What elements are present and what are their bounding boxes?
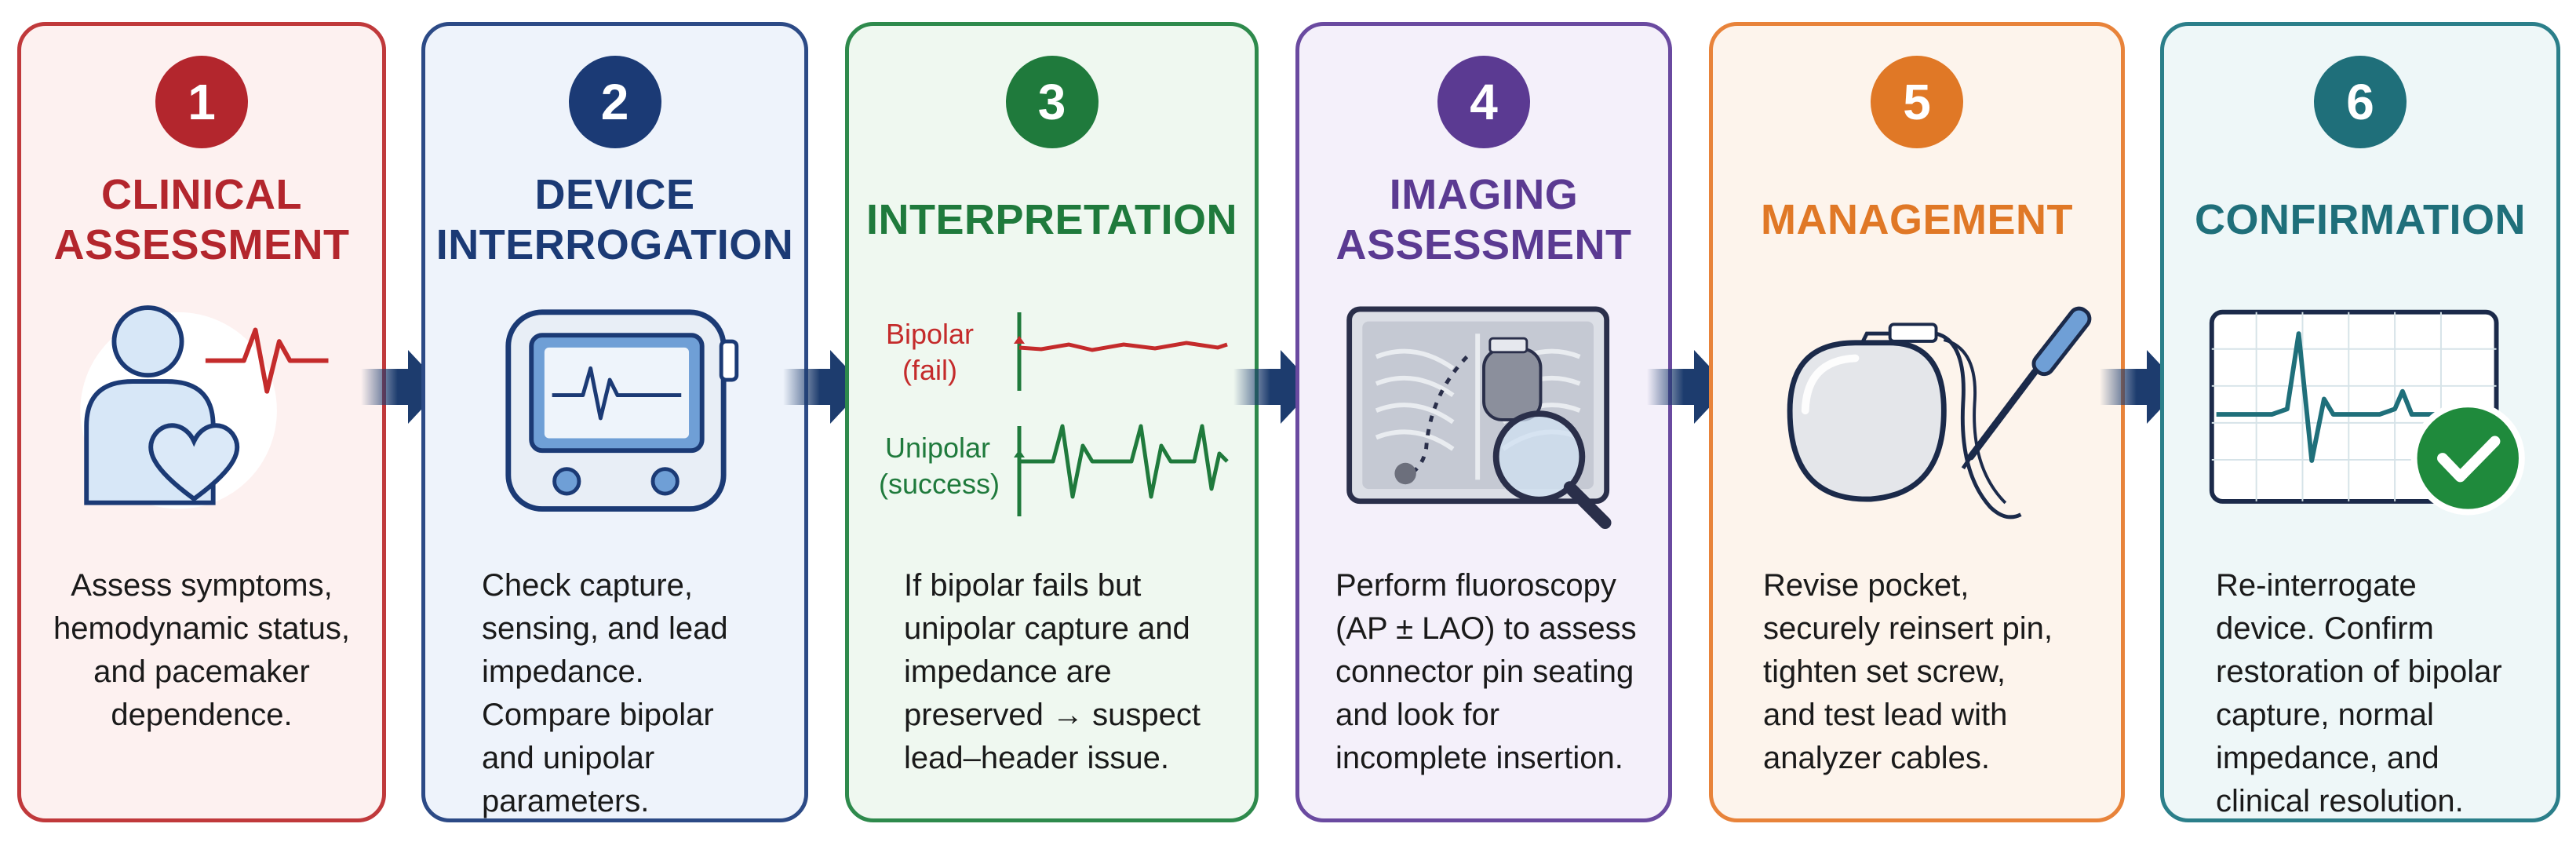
bipolar-result: (fail) (902, 354, 957, 386)
description-line: capture, normal (2216, 698, 2434, 732)
description-line: and test lead with (1763, 698, 2008, 732)
unipolar-result: (success) (879, 468, 1000, 500)
bipolar-tracing (1014, 312, 1228, 391)
step-title-line: ASSESSMENT (53, 221, 350, 268)
step-description: Perform fluoroscopy (AP ± LAO) to assess… (1335, 564, 1668, 780)
programmer-device-icon (505, 309, 739, 512)
step-title: CLINICAL ASSESSMENT (37, 161, 366, 279)
description-line: If bipolar fails but (904, 568, 1142, 603)
description-line: Check capture, (482, 568, 694, 603)
step-card-3: 3 INTERPRETATION Bipolar (fail) Unipolar… (845, 22, 1259, 822)
description-line: dependence. (111, 698, 293, 732)
bipolar-name: Bipolar (885, 318, 975, 350)
description-line: connector pin seating (1335, 654, 1634, 689)
bipolar-label: Bipolar (fail) (879, 316, 981, 388)
flow-arrow-icon (1233, 350, 1315, 424)
ecg-comparison-icon: Bipolar (fail) Unipolar (success) (849, 293, 1255, 544)
description-line: and look for (1335, 698, 1500, 732)
description-line: hemodynamic status, (53, 611, 350, 646)
description-line: Re-interrogate (2216, 568, 2417, 603)
step-card-6: 6 CONFIRMATION Re-interrogate device. Co… (2160, 22, 2560, 822)
pacemaker-screwdriver-icon (1787, 306, 2092, 519)
description-line: lead–header issue. (904, 741, 1170, 775)
description-line: restoration of bipolar (2216, 654, 2502, 689)
step-title: CONFIRMATION (2180, 161, 2541, 279)
fluoroscopy-magnifier-icon (1346, 306, 1612, 529)
step-title-line: DEVICE (534, 171, 695, 218)
step-title-line: INTERPRETATION (866, 196, 1237, 243)
description-line: impedance. (482, 654, 644, 689)
description-line: and unipolar (482, 741, 655, 775)
step-title: INTERPRETATION (865, 161, 1239, 279)
step-description: Revise pocket, securely reinsert pin, ti… (1763, 564, 2121, 780)
step-title-line: ASSESSMENT (1335, 221, 1632, 268)
step-title-line: CLINICAL (101, 171, 302, 218)
step-card-5: 5 MANAGEMENT Revise pocket, securely rei… (1709, 22, 2125, 822)
description-line: unipolar capture and (904, 611, 1190, 646)
flow-arrow-icon (1647, 350, 1729, 424)
step-number-badge: 1 (155, 56, 248, 148)
ecg-checkmark-icon (2209, 309, 2525, 516)
step-title-line: INTERROGATION (435, 221, 794, 268)
step-title-line: MANAGEMENT (1761, 196, 2073, 243)
description-line: tighten set screw, (1763, 654, 2006, 689)
step-number-badge: 2 (568, 56, 661, 148)
description-line: Assess symptoms, (71, 568, 333, 603)
description-line: impedance are (904, 654, 1112, 689)
step-description: Re-interrogate device. Confirm restorati… (2216, 564, 2556, 823)
description-line: Perform fluoroscopy (1335, 568, 1616, 603)
description-line: preserved → suspect (904, 698, 1201, 732)
step-title-line: IMAGING (1389, 171, 1579, 218)
step-card-2: 2 DEVICE INTERROGATION Check capture, se… (421, 22, 808, 822)
description-line: and pacemaker (93, 654, 310, 689)
step-card-1: 1 CLINICAL ASSESSMENT Assess symptoms, h… (17, 22, 386, 822)
step-title: IMAGING ASSESSMENT (1315, 161, 1652, 279)
step-description: Assess symptoms, hemodynamic status, and… (21, 564, 382, 737)
description-line: securely reinsert pin, (1763, 611, 2053, 646)
flow-arrow-icon (783, 350, 865, 424)
patient-heart-icon (80, 305, 329, 509)
description-line: clinical resolution. (2216, 784, 2464, 818)
step-description: Check capture, sensing, and lead impedan… (482, 564, 804, 823)
description-line: Revise pocket, (1763, 568, 1969, 603)
unipolar-label: Unipolar (success) (879, 430, 1000, 502)
unipolar-tracing (1014, 424, 1229, 516)
step-number-badge: 3 (1005, 56, 1099, 148)
description-line: impedance, and (2216, 741, 2439, 775)
step-card-4: 4 IMAGING ASSESSMENT Perform fluoroscopy… (1295, 22, 1672, 822)
unipolar-name: Unipolar (884, 432, 991, 464)
description-line: device. Confirm (2216, 611, 2434, 646)
description-line: parameters. (482, 784, 650, 818)
step-title-line: CONFIRMATION (2195, 196, 2526, 243)
step-description: If bipolar fails but unipolar capture an… (904, 564, 1255, 780)
description-line: (AP ± LAO) to assess (1335, 611, 1637, 646)
step-title: DEVICE INTERROGATION (436, 161, 793, 279)
step-number-badge: 6 (2314, 56, 2407, 148)
description-line: incomplete insertion. (1335, 741, 1623, 775)
step-number-badge: 5 (1871, 56, 1963, 148)
description-line: sensing, and lead (482, 611, 728, 646)
step-number-badge: 4 (1437, 56, 1530, 148)
description-line: analyzer cables. (1763, 741, 1991, 775)
step-title: MANAGEMENT (1729, 161, 2105, 279)
description-line: Compare bipolar (482, 698, 714, 732)
